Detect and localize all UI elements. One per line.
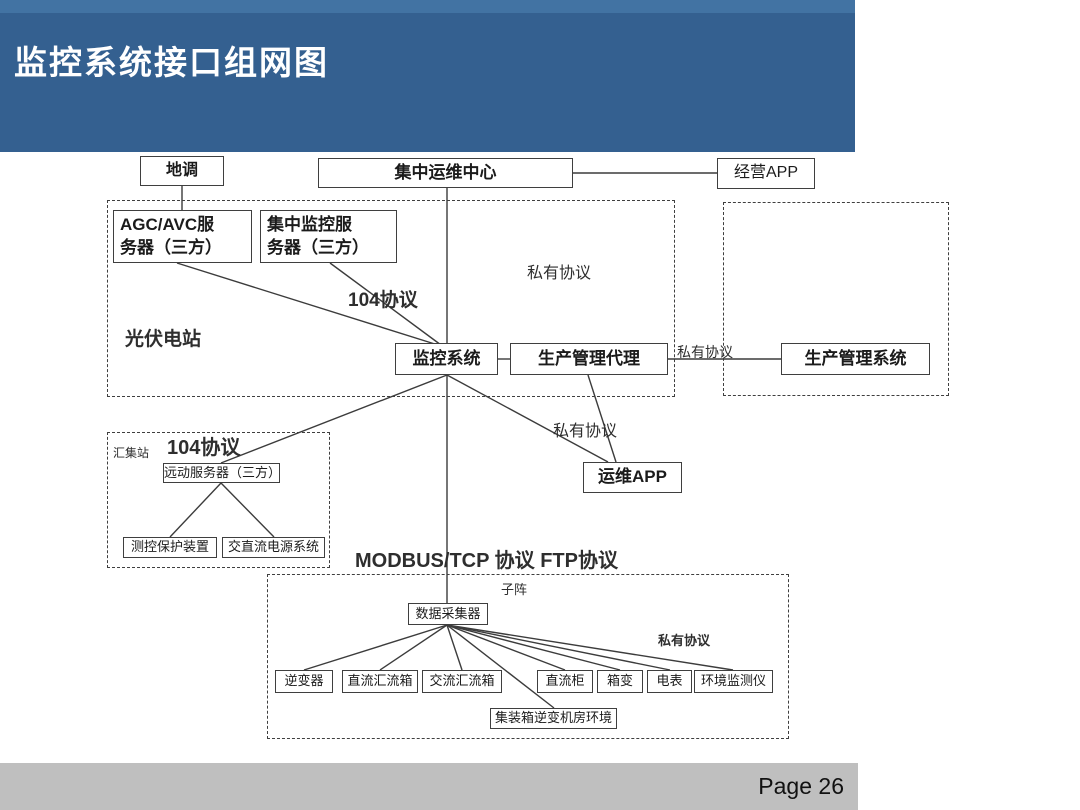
node-container-room-env: 集装箱逆变机房环境: [490, 708, 617, 729]
slide-header: 监控系统接口组网图: [0, 0, 855, 152]
node-env-monitor: 环境监测仪: [694, 670, 773, 693]
node-monitor-system: 监控系统: [395, 343, 498, 375]
node-dispatch: 地调: [140, 156, 224, 186]
node-acdc-power-system: 交直流电源系统: [222, 537, 325, 558]
node-ac-combiner-box: 交流汇流箱: [422, 670, 502, 693]
private-protocol-bottom-label: 私有协议: [658, 633, 711, 648]
node-production-system: 生产管理系统: [781, 343, 930, 375]
node-box-transformer: 箱变: [597, 670, 643, 693]
protocol-104-pv-label: 104协议: [348, 290, 418, 311]
node-dc-cabinet: 直流柜: [537, 670, 593, 693]
group-collector-station: [107, 432, 330, 568]
private-protocol-mid-label: 私有协议: [553, 423, 618, 440]
node-protection-device: 测控保护装置: [123, 537, 217, 558]
private-protocol-top-label: 私有协议: [527, 265, 592, 282]
node-production-agent: 生产管理代理: [510, 343, 668, 375]
page-title: 监控系统接口组网图: [14, 44, 329, 81]
node-inverter: 逆变器: [275, 670, 333, 693]
group-sub-array: [267, 574, 789, 739]
group-production-management: [723, 202, 949, 396]
node-ops-center: 集中运维中心: [318, 158, 573, 188]
pv-station-label: 光伏电站: [125, 329, 202, 350]
private-protocol-right-label: 私有协议: [677, 344, 733, 360]
sub-array-label: 子阵: [501, 582, 528, 597]
node-agc-avc-server: AGC/AVC服 务器（三方）: [113, 210, 252, 263]
page-number: Page 26: [758, 773, 844, 799]
collector-station-label: 汇集站: [113, 446, 150, 460]
modbus-ftp-protocol-label: MODBUS/TCP 协议 FTP协议: [355, 550, 618, 572]
slide-footer: Page 26: [0, 763, 858, 810]
protocol-104-collector-label: 104协议: [167, 437, 241, 459]
node-central-monitor-server: 集中监控服 务器（三方）: [260, 210, 397, 263]
node-business-app: 经营APP: [717, 158, 815, 189]
node-telecontrol-server: 远动服务器（三方）: [163, 463, 281, 483]
node-data-collector: 数据采集器: [408, 603, 488, 625]
header-accent-strip: [0, 0, 855, 13]
node-ops-app: 运维APP: [583, 462, 682, 493]
node-power-meter: 电表: [647, 670, 692, 693]
node-dc-combiner-box: 直流汇流箱: [342, 670, 418, 693]
